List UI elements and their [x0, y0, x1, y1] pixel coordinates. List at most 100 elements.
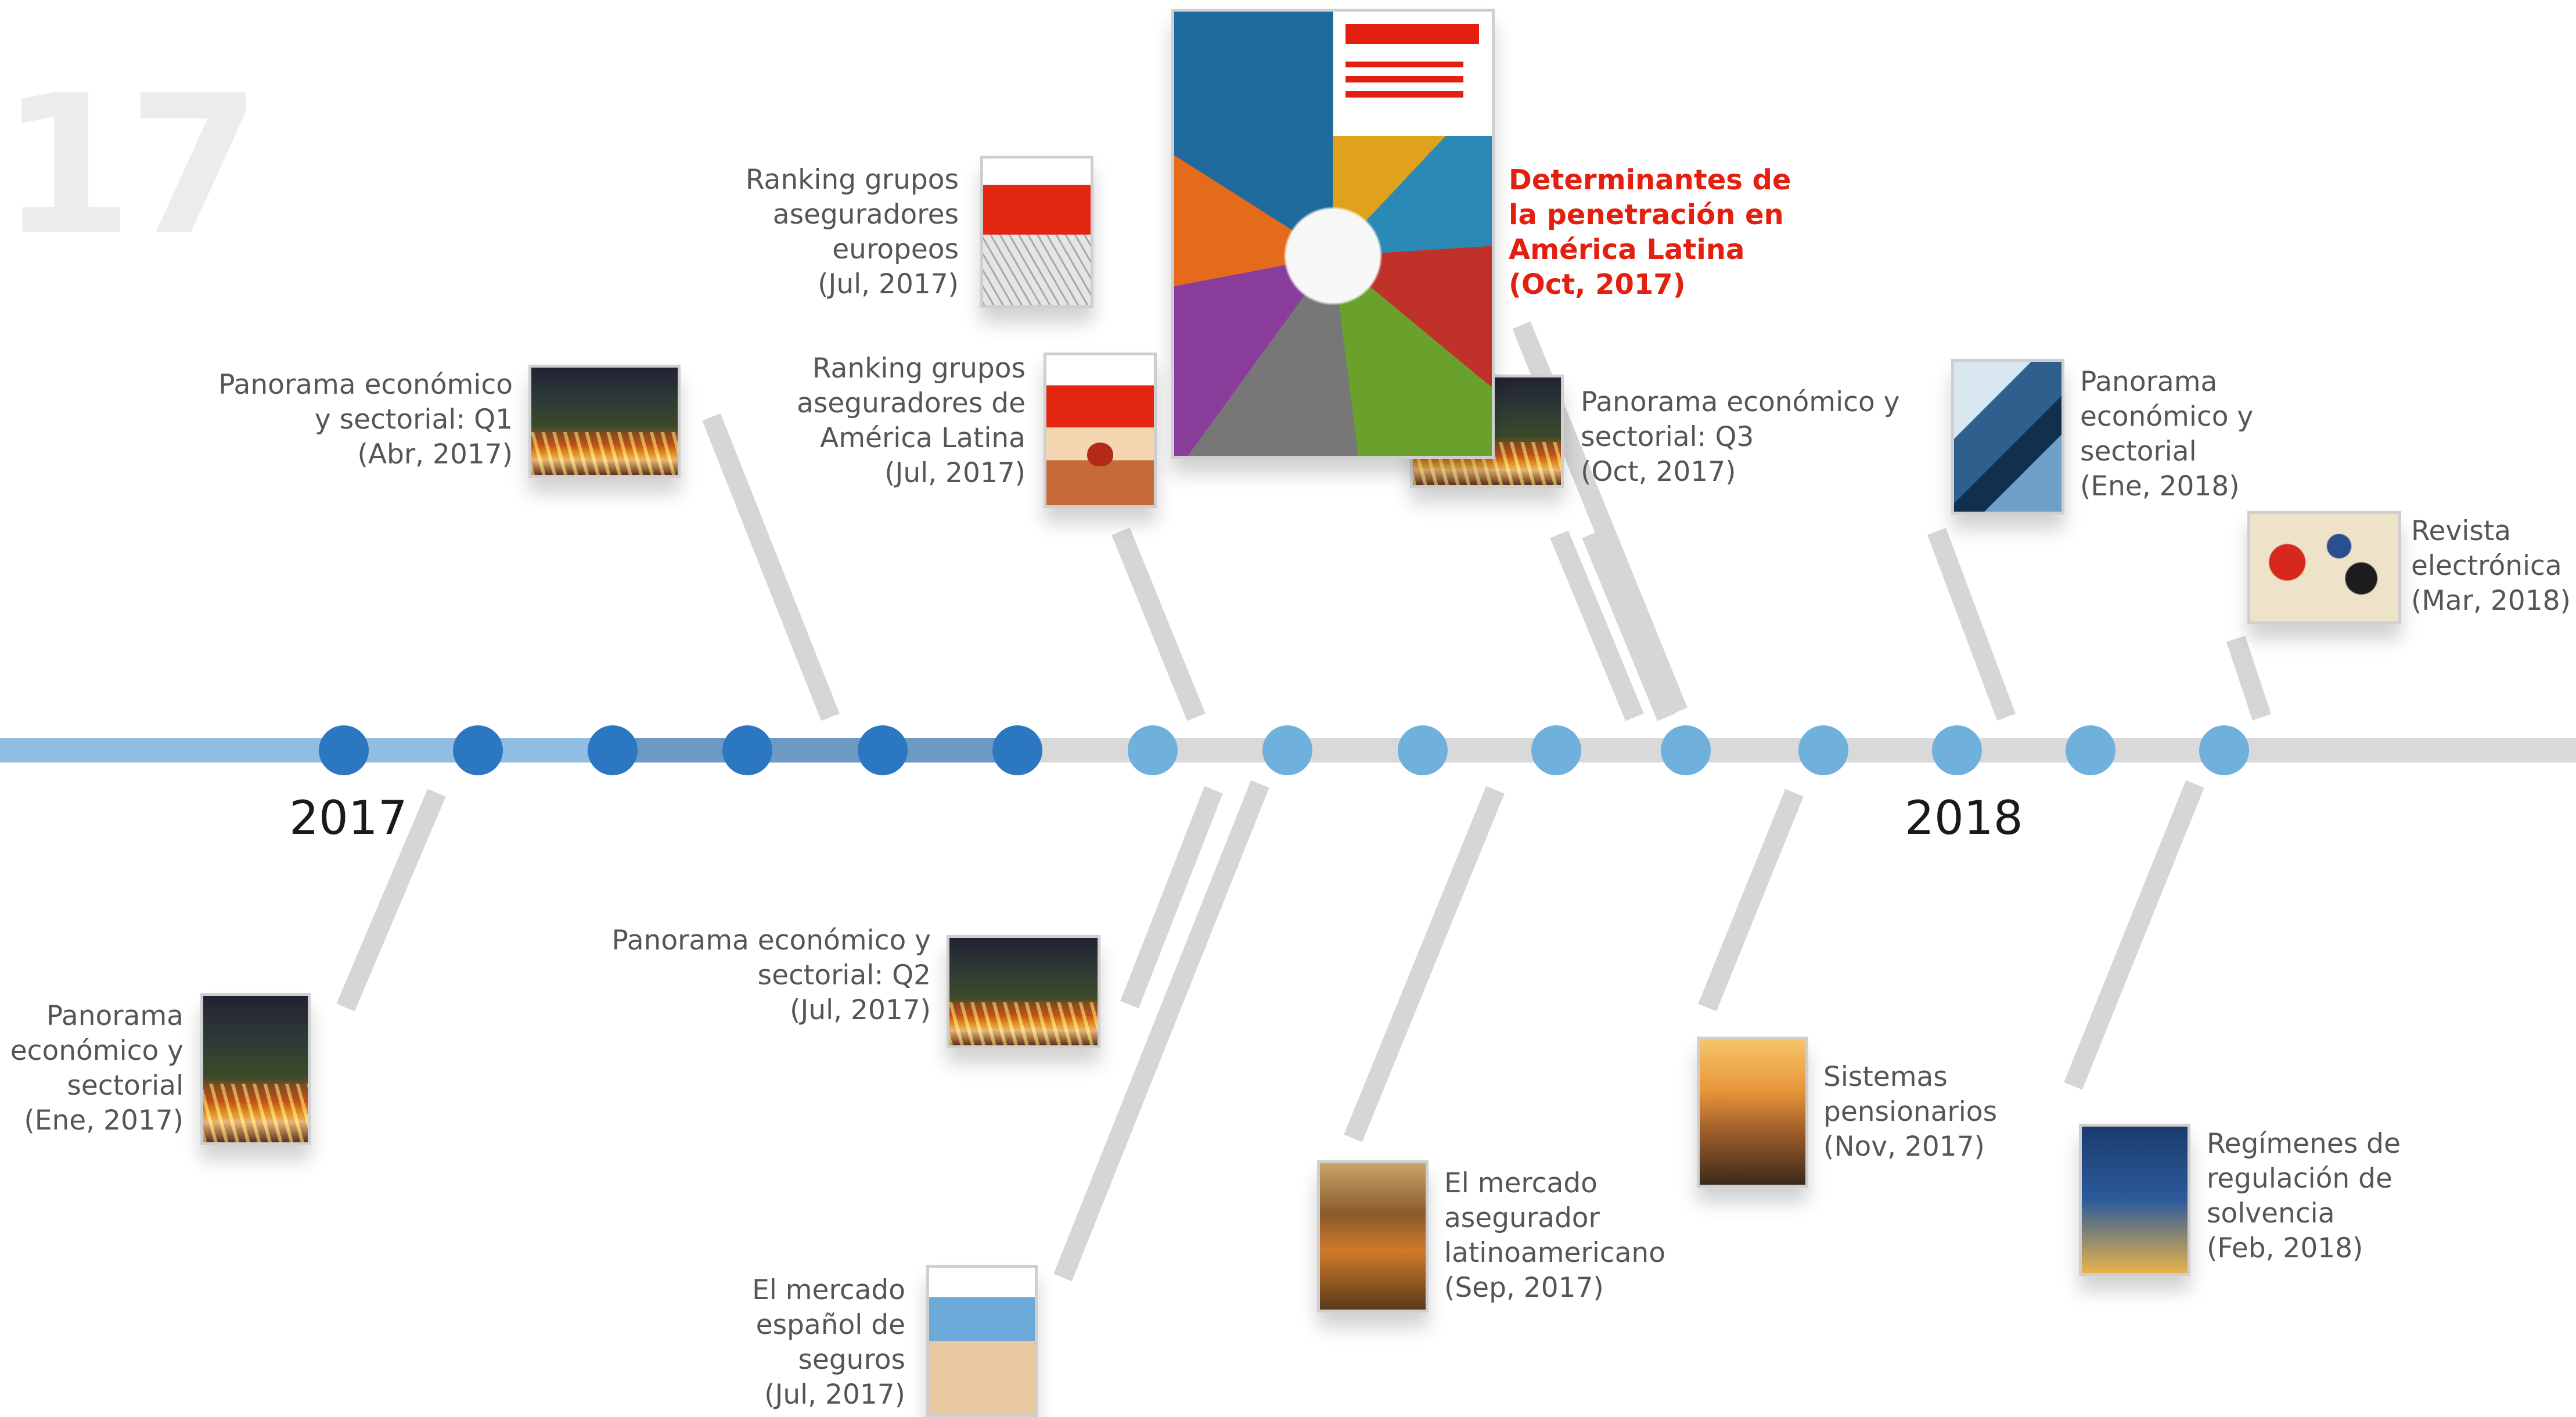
label-revista[interactable]: Revista electrónica (Mar, 2018): [2411, 514, 2571, 618]
label-line: (Sep, 2017): [1444, 1272, 1604, 1304]
connector-mercado-espanol: [1053, 780, 1269, 1282]
cover-mercado-latam[interactable]: [1317, 1160, 1429, 1312]
dot-may-2017: [858, 725, 908, 775]
label-mercado-latam[interactable]: El mercado asegurador latinoamericano (S…: [1444, 1166, 1665, 1305]
cover-regimenes-solvencia[interactable]: [2079, 1124, 2190, 1276]
label-line: Panorama: [46, 1000, 184, 1032]
dot-sep-2017: [1398, 725, 1448, 775]
connector-panorama-q3-a: [1550, 530, 1644, 721]
mapfre-logo: [1345, 24, 1480, 44]
label-line: Ranking grupos: [745, 164, 959, 196]
timeline-dots: [319, 725, 2249, 775]
label-line: (Ene, 2017): [24, 1105, 184, 1137]
label-regimenes-solvencia[interactable]: Regímenes de regulación de solvencia (Fe…: [2207, 1127, 2401, 1266]
label-line: América Latina: [820, 422, 1026, 454]
connector-panorama-q3-b: [1582, 530, 1676, 721]
label-line: sectorial: Q2: [757, 959, 931, 991]
label-line: Revista: [2411, 515, 2512, 547]
label-line: la penetración en: [1509, 199, 1784, 231]
dot-jun-2017: [992, 725, 1042, 775]
label-line: y sectorial: Q1: [314, 404, 513, 436]
connector-mercado-latam: [1344, 786, 1505, 1142]
label-line: Regímenes de: [2207, 1128, 2401, 1160]
dot-nov-2017: [1661, 725, 1711, 775]
label-ranking-america-latina[interactable]: Ranking grupos aseguradores de América L…: [797, 351, 1026, 491]
dot-mar-2017: [588, 725, 638, 775]
cover-sistemas-pensionarios[interactable]: [1697, 1037, 1808, 1188]
label-mercado-espanol[interactable]: El mercado español de seguros (Jul, 2017…: [752, 1273, 905, 1412]
cover-panorama-q1[interactable]: [528, 365, 681, 478]
label-line: aseguradores de: [797, 387, 1026, 419]
label-line: solvencia: [2207, 1197, 2335, 1229]
connector-panorama-ene-2017: [336, 789, 446, 1012]
label-line: (Abr, 2017): [357, 438, 513, 470]
cover-ranking-america-latina[interactable]: [1044, 353, 1157, 508]
connector-sistemas: [1698, 789, 1804, 1012]
label-line: (Nov, 2017): [1823, 1131, 1985, 1163]
label-panorama-ene-2018[interactable]: Panorama económico y sectorial (Ene, 201…: [2080, 365, 2253, 504]
label-panorama-q1[interactable]: Panorama económico y sectorial: Q1 (Abr,…: [218, 368, 513, 472]
label-sistemas-pensionarios[interactable]: Sistemas pensionarios (Nov, 2017): [1823, 1060, 1997, 1164]
dot-aug-2017: [1262, 725, 1312, 775]
label-line: (Oct, 2017): [1509, 268, 1686, 301]
label-line: sectorial: [67, 1070, 184, 1102]
label-line: Panorama económico y: [1581, 386, 1900, 418]
label-line: económico y: [10, 1035, 184, 1067]
label-line: Panorama económico y: [611, 925, 931, 956]
cover-revista[interactable]: [2247, 511, 2401, 624]
year-label-2018: 2018: [1905, 791, 2023, 845]
connector-panorama-ene-2018: [1927, 528, 2016, 721]
label-line: sectorial: [2080, 436, 2197, 467]
year-label-2017: 2017: [289, 791, 408, 845]
label-line: (Feb, 2018): [2207, 1232, 2363, 1264]
cover-panorama-ene-2018[interactable]: [1951, 359, 2064, 515]
label-line: (Oct, 2017): [1581, 456, 1736, 488]
label-panorama-q3[interactable]: Panorama económico y sectorial: Q3 (Oct,…: [1581, 385, 1899, 490]
label-line: (Jul, 2017): [818, 268, 959, 300]
cover-title-line: [1345, 91, 1463, 98]
label-line: (Jul, 2017): [790, 994, 931, 1026]
label-ranking-europeos[interactable]: Ranking grupos aseguradores europeos (Ju…: [746, 163, 959, 302]
dot-oct-2017: [1531, 725, 1581, 775]
cover-determinantes[interactable]: [1171, 9, 1495, 459]
label-line: Panorama: [2080, 366, 2218, 398]
cover-panorama-q2[interactable]: [947, 935, 1100, 1048]
label-line: latinoamericano: [1444, 1237, 1665, 1269]
label-panorama-ene-2017[interactable]: Panorama económico y sectorial (Ene, 201…: [10, 999, 184, 1138]
connector-panorama-q1: [702, 413, 840, 721]
label-line: Sistemas: [1823, 1061, 1948, 1093]
label-line: regulación de: [2207, 1163, 2392, 1195]
connector-ranking-america-latina: [1111, 527, 1206, 721]
connector-regimenes: [2064, 780, 2204, 1090]
cover-ranking-europeos[interactable]: [980, 156, 1093, 308]
section-number: 17: [0, 54, 261, 277]
cover-mercado-espanol[interactable]: [926, 1265, 1038, 1417]
label-line: Ranking grupos: [812, 353, 1026, 384]
label-line: europeos: [832, 233, 959, 265]
dot-feb-2018: [2066, 725, 2116, 775]
label-line: América Latina: [1509, 233, 1745, 266]
label-determinantes[interactable]: Determinantes de la penetración en Améri…: [1509, 163, 1791, 302]
label-line: pensionarios: [1823, 1096, 1998, 1128]
label-line: económico y: [2080, 401, 2254, 433]
label-line: aseguradores: [772, 199, 959, 231]
dot-jan-2017: [319, 725, 369, 775]
label-line: español de: [755, 1309, 905, 1341]
dot-mar-2018: [2199, 725, 2249, 775]
connector-panorama-q2: [1120, 786, 1223, 1009]
cover-title-line: [1345, 76, 1463, 83]
cover-determinantes-header: [1333, 12, 1492, 136]
dot-dec-2017: [1798, 725, 1848, 775]
dot-feb-2017: [453, 725, 503, 775]
label-line: El mercado: [752, 1274, 905, 1306]
label-panorama-q2[interactable]: Panorama económico y sectorial: Q2 (Jul,…: [612, 923, 931, 1028]
dot-jul-2017: [1128, 725, 1178, 775]
cover-panorama-ene-2017[interactable]: [200, 993, 311, 1145]
label-line: sectorial: Q3: [1581, 421, 1754, 453]
label-line: (Ene, 2018): [2080, 470, 2240, 502]
label-line: (Jul, 2017): [764, 1379, 905, 1411]
label-line: (Jul, 2017): [884, 457, 1026, 489]
label-line: Determinantes de: [1509, 164, 1791, 196]
connector-revista: [2226, 635, 2272, 721]
label-line: seguros: [798, 1344, 905, 1376]
